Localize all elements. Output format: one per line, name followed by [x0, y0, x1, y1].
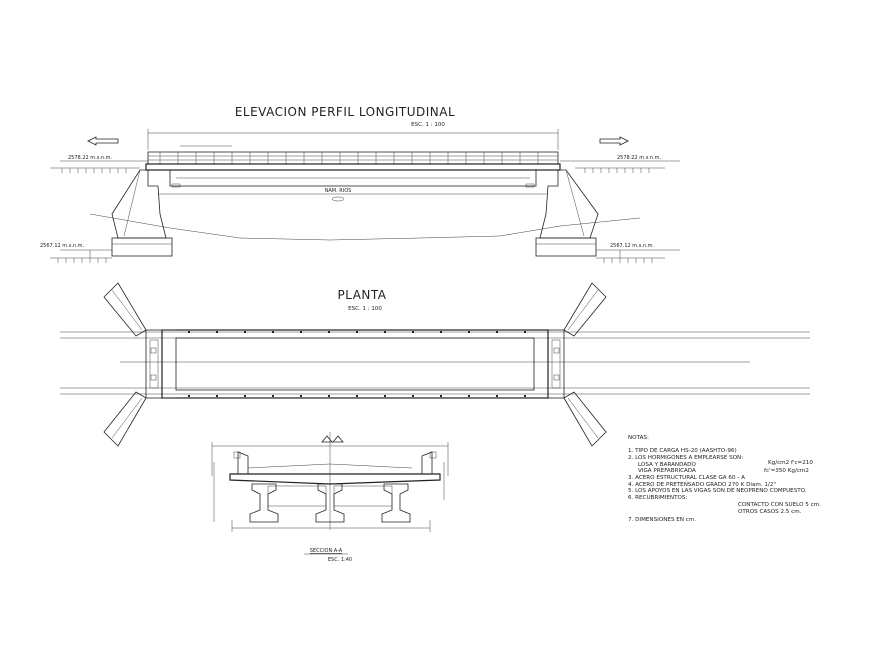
elevation-title: ELEVACION PERFIL LONGITUDINAL [235, 105, 455, 119]
note-3: 3. ACERO ESTRUCTURAL CLASE GA 60 - A [628, 475, 745, 481]
girder-right [381, 483, 411, 523]
curb-left [237, 451, 249, 475]
note-7: 7. DIMENSIONES EN cm. [628, 517, 696, 523]
note-2b-value: fc'=350 Kg/cm2 [764, 468, 809, 474]
level-top-right: 2578.22 m.s.n.m. [617, 155, 662, 161]
note-6b: OTROS CASOS 2.5 cm. [738, 509, 802, 515]
note-2a: LOSA Y BARANDADO [638, 462, 696, 468]
plan-title: PLANTA [338, 288, 387, 302]
water-symbol [331, 196, 345, 202]
riverbed-line [89, 213, 641, 241]
girder-left [249, 483, 279, 523]
post-marks [188, 331, 526, 397]
abutment-plan-left [103, 282, 176, 447]
level-bottom-right: 2567.12 m.s.n.m. [610, 243, 655, 249]
section-title: SECCION A-A [310, 548, 343, 554]
water-level-label: NAM. RIOS [325, 188, 352, 194]
railing [147, 151, 559, 165]
level-bottom-left: 2567.12 m.s.n.m. [40, 243, 85, 249]
abutment-left [111, 169, 173, 257]
note-5: 5. LOS APOYOS EN LAS VIGAS SON DE NEOPRE… [628, 488, 807, 494]
arrow-left-icon [87, 136, 119, 146]
abutment-plan-right [547, 282, 607, 447]
axis-symbol-icon [321, 435, 333, 443]
ground-hatch-right [575, 167, 665, 173]
section-scale: ESC. 1:40 [328, 557, 352, 563]
deck-slab [145, 163, 561, 171]
note-4: 4. ACERO DE PRETENSADO GRADO 270 K Diam.… [628, 482, 776, 488]
slab-section [229, 473, 441, 485]
girder [169, 169, 537, 187]
level-top-left: 2578.22 m.s.n.m. [68, 155, 113, 161]
note-6a: CONTACTO CON SUELO 5 cm. [738, 502, 821, 508]
note-2a-value: Kg/cm2 f'c=210 [768, 460, 813, 466]
ground-hatch-left [50, 167, 140, 173]
note-2: 2. LOS HORMIGONES A EMPLEARSE SON: [628, 455, 743, 461]
section-view: SECCION A-A ESC. 1:40 [211, 432, 449, 563]
notes-block: NOTAS: 1. TIPO DE CARGA HS-20 (AASHTO-96… [628, 435, 821, 523]
curb-right [421, 451, 433, 475]
notes-heading: NOTAS: [628, 435, 649, 441]
note-2b: VIGA PREFABRICADA [638, 468, 696, 474]
plan-view: PLANTA ESC. 1 : 100 [60, 282, 810, 447]
elevation-scale: ESC. 1 : 100 [411, 122, 445, 128]
road-lines [60, 331, 810, 395]
note-6: 6. RECUBRIMIENTOS: [628, 495, 687, 501]
arrow-right-icon [599, 136, 629, 146]
abutment-right [535, 169, 599, 257]
note-1: 1. TIPO DE CARGA HS-20 (AASHTO-96) [628, 448, 737, 454]
plan-scale: ESC. 1 : 100 [348, 306, 382, 312]
elevation-view: ELEVACION PERFIL LONGITUDINAL ESC. 1 : 1… [40, 105, 680, 263]
